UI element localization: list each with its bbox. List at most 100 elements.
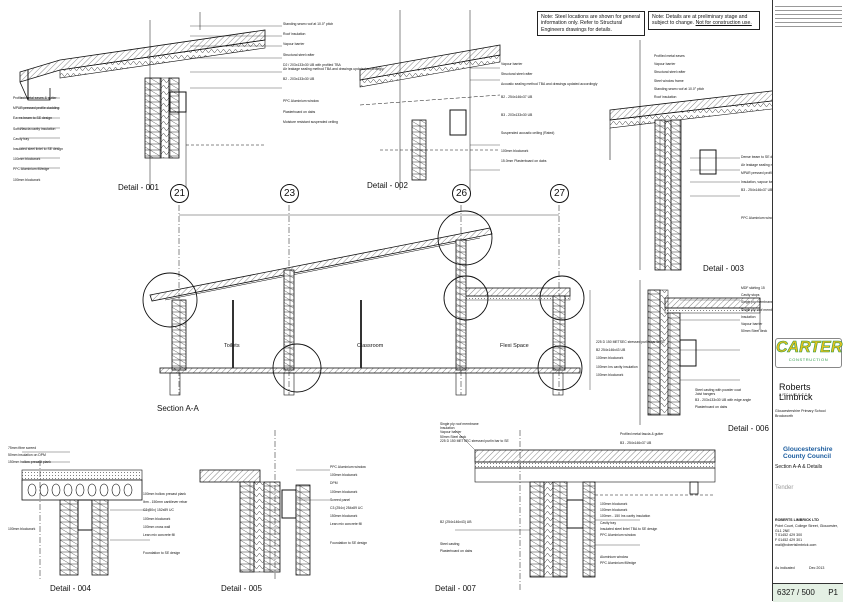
annotation: Aluminium window [600,555,629,560]
annotation: 100mm cross wall [143,524,171,529]
annotation: Acoustic sealing method TBA and drawings… [501,82,598,87]
annotation: 100mm blockwork [330,489,358,494]
detail-007-title: Detail - 007 [435,584,476,593]
annotation: Insulation [741,314,756,319]
detail-003-drawing [609,40,781,271]
detail-002-title: Detail - 002 [367,181,408,190]
annotation: Insulated steel lintel TBA to SE design [600,526,658,531]
detail-003-title: Detail - 003 [703,264,744,273]
annotation: Air leakage sealing method TBA and drawi… [283,67,384,72]
annotation: B2 254x146x43 UB [596,348,626,353]
firm-fax: F 01452 429 301 [775,538,803,542]
detail-005-title: Detail - 005 [221,584,262,593]
annotation: 50mm Steel deck [440,434,467,439]
annotation: Steel casting with powder coat [695,388,741,392]
annotation: B3 - 254x146x37 UB [620,441,652,445]
annotation: PPC Aluminium fill/edge [13,167,50,172]
annotation: Structural steel rafter [283,52,315,57]
section-aa-drawing [142,205,591,396]
annotation: Steel window frame [654,78,684,83]
annotation: Cavity tray [13,136,30,141]
annotation: Structural steel rafter [501,72,533,77]
annotation: C2 (50x) 152x89 UC [143,508,174,513]
grid-bubble-26: 26 [452,184,471,203]
detail-004-labels: 75mm fibre screed 50mm insulation on DPM… [8,446,51,465]
annotation: Joist hangers [695,392,716,397]
annotation: MDF skirting 15 [741,286,765,290]
annotation: Plasterboard on dabs [695,404,728,409]
client-logo: Gloucestershire County Council [783,446,833,460]
annotation: PPC Aluminium window [330,465,366,469]
annotation: PPC Aluminium window [600,533,636,538]
annotation: MPAR pressed profile cladding [741,171,788,176]
annotation: PPC Aluminium fill/edge [600,561,637,566]
steel-note: Note: Steel locations are shown for gene… [537,11,645,37]
date-value: Dec 2013 [809,566,825,570]
annotation: Profiled metal eaves & gutter [13,96,57,100]
detail-004-drawing [21,460,143,580]
steel-note-text: Note: Steel locations are shown for gene… [541,14,641,33]
annotation: Vapour barrier [501,62,523,66]
annotation: 100mm - 150 Ins cavity insulation [600,514,651,519]
annotation: Vapour barrier [654,62,676,67]
detail-004-title: Detail - 004 [50,584,91,593]
annotation: Single ply roof membrane [440,422,479,426]
annotation: Dense beam to SE design [741,155,781,159]
annotation: 100mm blockwork [596,356,624,361]
prelim-note-text: Note: Details are at preliminary stage a… [652,14,748,27]
annotation: 100mm blockwork [143,516,171,521]
annotation: Structural steel rafter [654,70,686,75]
annotation: Standing seam roof at 10.0° pitch [654,86,705,91]
annotation: Lean mix concrete fill [330,522,362,527]
annotation: Foundation to SE design [143,551,181,556]
annotation: Insulation [440,426,455,431]
detail-002-drawing [359,10,501,190]
title-block: CARTER CONSTRUCTION Roberts Limbrick ARC… [772,0,843,602]
detail-006-labels-bottom: Steel casting with powder coat Joist han… [695,388,751,409]
room-flexi-space: Flexi Space [500,343,529,349]
annotation: Soffit/fascia cavity insulation [13,126,56,131]
leader-lines [20,25,740,546]
detail-007-drawing [474,430,716,590]
detail-006-labels-left: 225 D 150 METSEC stressed purlin bar to … [596,340,665,377]
detail-001-labels-left: Profiled metal eaves & gutter MPAR press… [13,96,63,182]
annotation: DPM [330,481,338,486]
annotation: Suspended acoustic ceiling (Rated) [501,131,555,136]
annotation: Steel casting [440,542,460,547]
annotation: B3 - 203x133x30 UB with edge angle [695,398,751,403]
carter-logo: CARTER CONSTRUCTION [775,338,843,368]
annotation: Vapour barrier [741,322,763,327]
status-label: Tender [775,485,794,491]
annotation: B3 - 254x146x37 UB [741,187,773,192]
detail-004-labels-right: 100mm hollow precast plank Ibm - 150mm c… [143,492,187,555]
annotation: Single ply roof membrane [741,307,780,312]
detail-001-labels-right: Standing seam roof at 10.0° pitch Roof i… [283,22,384,124]
annotation: Eaves beam to SE design [13,116,53,121]
annotation: 100mm blockwork [501,149,529,154]
annotation: Profiled metal eaves [654,54,685,58]
section-aa-title: Section A-A [157,404,199,413]
annotation: Standing seam roof at 10.0° pitch [283,22,334,26]
annotation: 100mm Ins cavity insulation [596,364,638,369]
room-classroom: Classroom [357,343,384,349]
annotation: 100mm blockwork [600,508,628,513]
annotation: 100mm blockwork [600,502,628,506]
room-toilets: Toilets [224,343,240,349]
annotation: Cavity stops [741,293,760,298]
architect-name: Roberts Limbrick [779,382,813,402]
annotation: Roof insulation [654,95,677,100]
annotation: PPC Aluminium window [741,216,777,221]
firm-name: ROBERTS LIMBRICK LTD [775,518,819,522]
drawing-title: Section A-A & Details [775,464,823,470]
annotation: 100mm hollow precast plank [143,492,186,496]
annotation: Cavity tray [600,520,617,525]
annotation: D2 / 203x133x30 UB with profiled TBA [283,62,341,67]
annotation: 50mm insulation on DPM [8,453,46,458]
grid-bubble-23: 23 [280,184,299,203]
annotation: MPAR pressed profile cladding [13,106,60,111]
detail-005-labels: PPC Aluminium window 100mm blockwork DPM… [330,465,367,545]
annotation: B2 - 254x146x37 UB [501,94,533,99]
detail-006-title: Detail - 006 [728,424,769,433]
annotation: 150mm hollow precast plank [8,460,51,465]
